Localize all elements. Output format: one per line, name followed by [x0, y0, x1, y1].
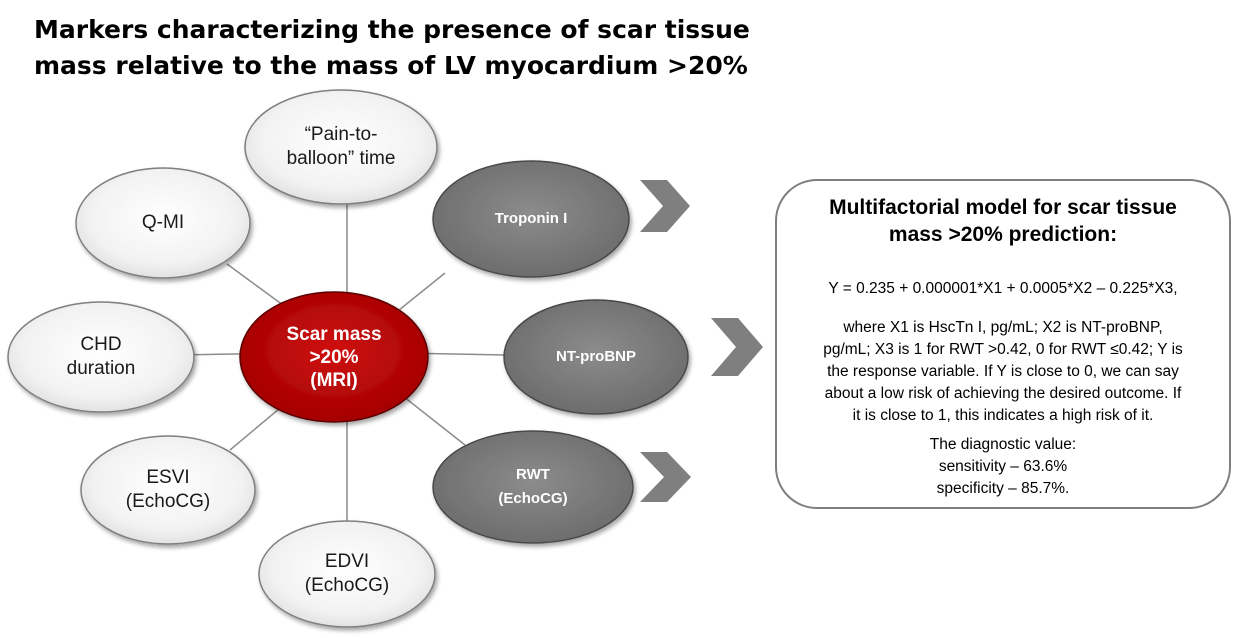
chevron-arrow-icon-ntprobnp: [711, 318, 763, 376]
model-where-line: the response variable. If Y is close to …: [827, 363, 1179, 380]
model-where-line: about a low risk of achieving the desire…: [824, 385, 1182, 402]
model-equation: Y = 0.235 + 0.000001*X1 + 0.0005*X2 – 0.…: [828, 280, 1178, 297]
node-pain-to-balloon: [244, 89, 438, 205]
model-where-text: where X1 is HscTn I, pg/mL; X2 is NT-pro…: [787, 317, 1219, 427]
model-title-line2: mass >20% prediction:: [888, 223, 1118, 246]
model-title: Multifactorial model for scar tissue mas…: [777, 194, 1229, 248]
node-troponin: [432, 160, 630, 278]
model-where-line: where X1 is HscTn I, pg/mL; X2 is NT-pro…: [843, 319, 1163, 336]
node-rwt: [432, 430, 634, 544]
node-q-mi: [75, 167, 251, 279]
diagram-title: Markers characterizing the presence of s…: [34, 12, 750, 84]
node-edvi: [258, 520, 436, 628]
model-box: Multifactorial model for scar tissue mas…: [775, 179, 1231, 509]
chevron-arrow-icon-troponin: [640, 180, 690, 232]
diag-sensitivity: sensitivity – 63.6%: [938, 458, 1068, 475]
diag-label: The diagnostic value:: [929, 436, 1077, 453]
model-title-line1: Multifactorial model for scar tissue: [829, 196, 1177, 219]
chevron-arrow-icon-rwt: [640, 452, 691, 502]
title-line-1: Markers characterizing the presence of s…: [34, 15, 750, 44]
node-esvi: [80, 435, 256, 545]
node-chd-duration: [7, 301, 195, 413]
node-center-scar-mass: [239, 291, 429, 423]
title-line-2: mass relative to the mass of LV myocardi…: [34, 51, 748, 80]
model-diagnostic-value: The diagnostic value: sensitivity – 63.6…: [777, 434, 1229, 500]
node-ntprobnp: [503, 299, 689, 415]
model-where-line: it is close to 1, this indicates a high …: [852, 407, 1154, 424]
diag-specificity: specificity – 85.7%.: [936, 480, 1070, 497]
model-where-line: pg/mL; X3 is 1 for RWT >0.42, 0 for RWT …: [823, 341, 1183, 358]
